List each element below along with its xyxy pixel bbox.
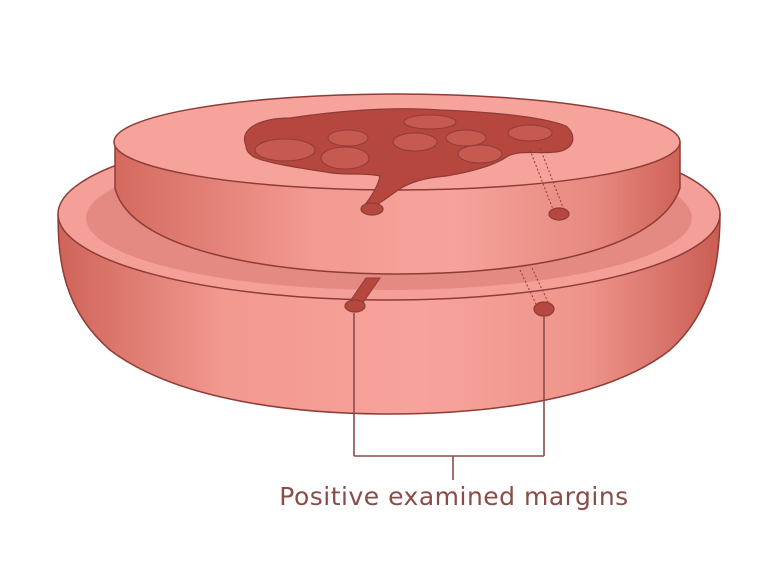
upper-tissue-slice xyxy=(113,93,681,275)
lower-tumor-extensions xyxy=(344,267,555,317)
tumor-body xyxy=(243,108,574,209)
lower-right-margin-spot xyxy=(533,301,555,317)
tumor-nodule xyxy=(254,138,316,162)
upper-margin-tumor-spot xyxy=(360,202,384,216)
tumor-nodule xyxy=(403,114,457,130)
tumor-nodule xyxy=(392,132,438,152)
upper-hidden-channel xyxy=(539,147,565,211)
tumor-nodule xyxy=(507,124,553,142)
margin-label: Positive examined margins xyxy=(279,482,629,511)
tumor-mass xyxy=(243,108,574,209)
tumor-nodule xyxy=(320,146,370,170)
tumor-nodule xyxy=(445,129,487,147)
tumor-nodule xyxy=(457,144,503,164)
upper-slice-side-outline xyxy=(114,142,681,275)
lower-margin-tumor-spot xyxy=(344,299,366,313)
upper-hidden-channel xyxy=(529,149,555,213)
upper-right-margin-spot xyxy=(548,207,570,221)
tumor-nodule xyxy=(327,129,369,147)
margin-annotation-bracket xyxy=(353,313,545,480)
